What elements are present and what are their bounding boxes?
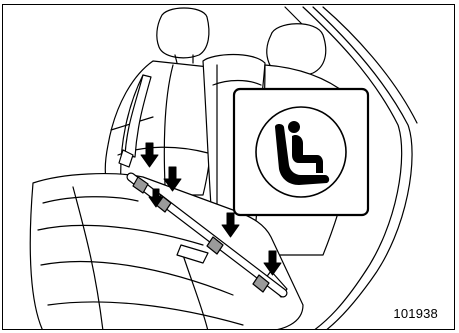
seat-anchor-illustration: 101938	[2, 4, 455, 330]
rear-seat-drawing	[3, 5, 455, 330]
inset-callout	[234, 89, 368, 215]
left-headrest	[157, 8, 209, 63]
figure-id-label: 101938	[393, 306, 438, 321]
